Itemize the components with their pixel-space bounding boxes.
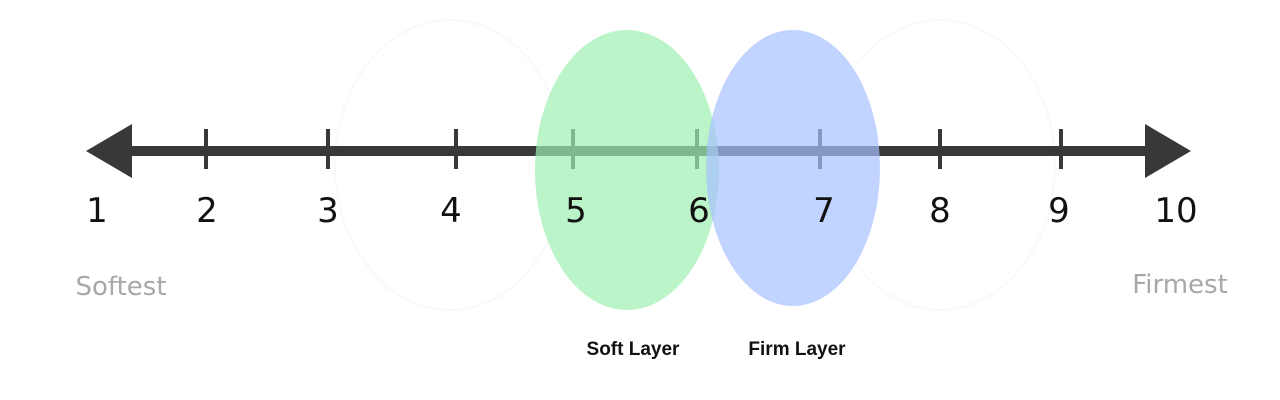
scale-number: 9 xyxy=(1048,191,1070,231)
scale-number: 2 xyxy=(196,191,218,231)
scale-number: 4 xyxy=(440,191,462,231)
scale-number: 5 xyxy=(565,191,587,231)
scale-number: 8 xyxy=(929,191,951,231)
soft-layer-label: Soft Layer xyxy=(587,339,681,360)
scale-number: 6 xyxy=(688,191,710,231)
softest-label: Softest xyxy=(75,272,166,302)
scale-numbers: 1 2 3 4 5 6 7 8 9 10 xyxy=(86,191,1197,231)
scale-number: 1 xyxy=(86,191,108,231)
right-arrow-icon xyxy=(1145,124,1191,178)
scale-number: 10 xyxy=(1154,191,1197,231)
scale-number: 3 xyxy=(317,191,339,231)
firm-layer-zone xyxy=(706,30,880,306)
firm-layer-label: Firm Layer xyxy=(748,339,846,360)
soft-layer-zone xyxy=(535,30,719,310)
tick-mark xyxy=(1059,129,1063,169)
tick-mark xyxy=(204,129,208,169)
tick-mark xyxy=(454,129,458,169)
tick-mark xyxy=(938,129,942,169)
scale-number: 7 xyxy=(813,191,835,231)
firmest-label: Firmest xyxy=(1132,270,1228,300)
left-arrow-icon xyxy=(86,124,132,178)
tick-mark xyxy=(326,129,330,169)
